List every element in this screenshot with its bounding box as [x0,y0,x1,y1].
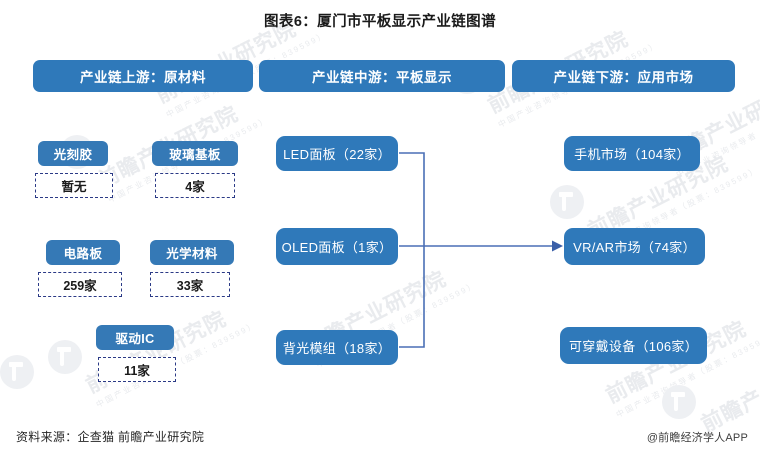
page-title: 图表6：厦门市平板显示产业链图谱 [264,14,496,30]
upstream-node-glass-substrate-label: 玻璃基板 [152,141,238,166]
upstream-node-circuit-board-value: 259家 [38,272,122,297]
downstream-node-mobile-phone-market: 手机市场（104家） [564,136,700,171]
watermark-logo-icon [0,355,34,389]
upstream-label-text: 光学材料 [166,247,218,261]
downstream-node-label: 手机市场（104家） [574,147,690,162]
downstream-node-label: 可穿戴设备（106家） [569,339,698,354]
arrow-head-icon [552,240,563,252]
header-midstream-label: 产业链中游：平板显示 [312,70,452,85]
downstream-node-label: VR/AR市场（74家） [573,240,696,255]
upstream-node-glass-substrate-value: 4家 [155,173,235,198]
midstream-node-led-panel: LED面板（22家） [276,136,398,171]
upstream-node-optical-materials-value: 33家 [150,272,230,297]
upstream-value-text: 33家 [176,279,204,293]
midstream-node-label: 背光模组（18家） [282,341,392,356]
header-downstream: 产业链下游：应用市场 [512,60,735,92]
upstream-value-text: 暂无 [61,180,87,194]
upstream-label-text: 光刻胶 [53,148,93,162]
upstream-label-text: 驱动IC [115,332,155,346]
upstream-value-text: 11家 [124,364,150,378]
upstream-node-driver-ic-label: 驱动IC [96,325,174,350]
upstream-label-text: 电路板 [63,247,103,261]
upstream-node-photoresist-value: 暂无 [35,173,113,198]
watermark-logo-icon [550,185,584,219]
source-note: 资料来源：企查猫 前瞻产业研究院 [16,430,205,444]
header-midstream: 产业链中游：平板显示 [259,60,505,92]
header-upstream: 产业链上游：原材料 [33,60,253,92]
downstream-node-wearable-devices: 可穿戴设备（106家） [560,327,707,364]
app-attribution: @前瞻经济学人APP [646,432,748,444]
header-upstream-label: 产业链上游：原材料 [80,70,206,85]
upstream-value-text: 259家 [63,279,97,293]
upstream-node-circuit-board-label: 电路板 [46,240,120,265]
upstream-node-photoresist-label: 光刻胶 [38,141,108,166]
downstream-node-vr-ar-market: VR/AR市场（74家） [564,228,705,265]
midstream-node-label: LED面板（22家） [283,147,391,162]
midstream-node-backlight-module: 背光模组（18家） [276,330,398,365]
midstream-node-oled-panel: OLED面板（1家） [276,228,398,265]
upstream-value-text: 4家 [185,180,205,194]
midstream-node-label: OLED面板（1家） [281,240,393,255]
upstream-node-optical-materials-label: 光学材料 [150,240,234,265]
upstream-node-driver-ic-value: 11家 [98,357,176,382]
header-downstream-label: 产业链下游：应用市场 [553,70,694,85]
watermark-logo-icon [48,340,82,374]
watermark-logo-icon [662,385,696,419]
watermark-text: 前瞻产业研究院 中国产业咨询领导者（股票：839599） [82,307,259,410]
upstream-label-text: 玻璃基板 [169,148,221,162]
